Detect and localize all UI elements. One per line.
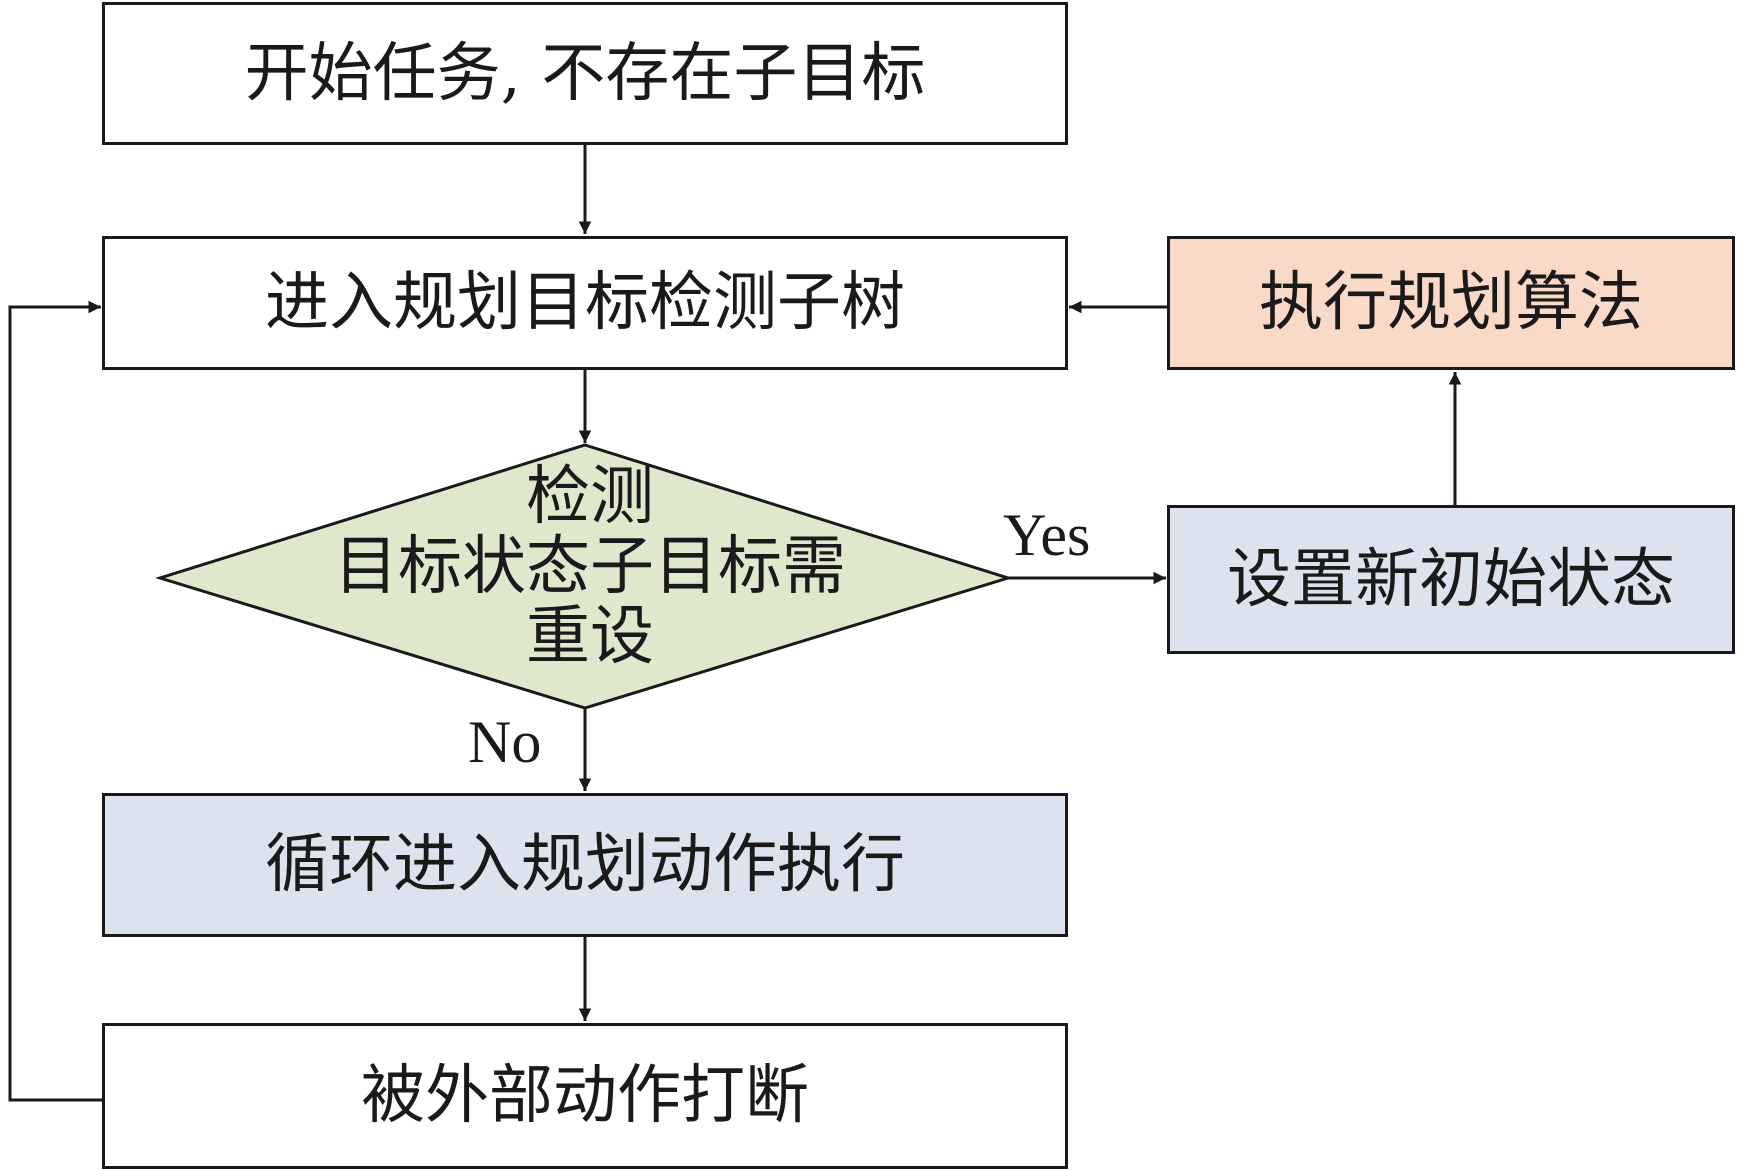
interrupted-box: 被外部动作打断 bbox=[102, 1023, 1068, 1169]
arrow-interrupted-loop-back bbox=[8, 300, 103, 1102]
interrupted-label: 被外部动作打断 bbox=[361, 1059, 809, 1133]
enter-detect-box: 进入规划目标检测子树 bbox=[102, 236, 1068, 370]
yes-label: Yes bbox=[1003, 502, 1091, 568]
loop-execute-box: 循环进入规划动作执行 bbox=[102, 793, 1068, 937]
decision-line-1: 检测 bbox=[526, 460, 654, 534]
set-initial-box: 设置新初始状态 bbox=[1167, 505, 1735, 654]
execute-algorithm-box: 执行规划算法 bbox=[1167, 236, 1735, 370]
start-label: 开始任务, 不存在子目标 bbox=[244, 36, 926, 111]
enter-detect-label: 进入规划目标检测子树 bbox=[265, 266, 905, 340]
decision-label: 检测 目标状态子目标需 重设 bbox=[250, 462, 930, 672]
decision-line-2: 目标状态子目标需 bbox=[334, 530, 846, 604]
execute-algorithm-label: 执行规划算法 bbox=[1259, 266, 1643, 340]
no-label: No bbox=[468, 709, 542, 775]
decision-line-3: 重设 bbox=[526, 600, 654, 674]
start-box: 开始任务, 不存在子目标 bbox=[102, 2, 1068, 145]
set-initial-label: 设置新初始状态 bbox=[1227, 542, 1675, 617]
loop-execute-label: 循环进入规划动作执行 bbox=[265, 828, 905, 902]
